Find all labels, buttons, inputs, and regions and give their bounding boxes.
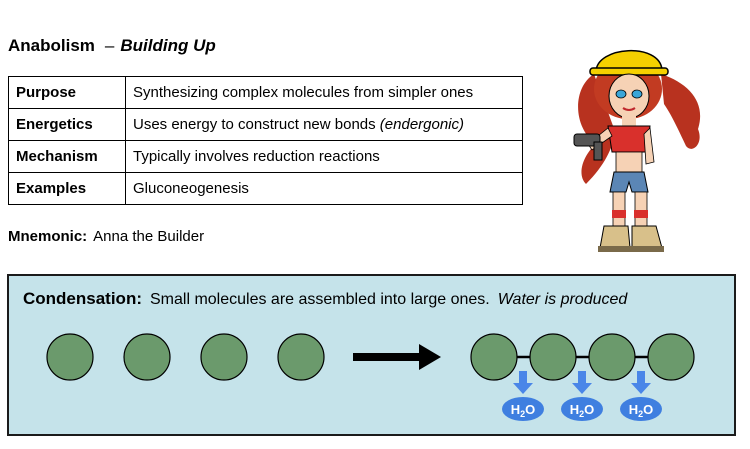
mnemonic-text: Anna the Builder [93, 228, 205, 245]
chain-molecule [647, 333, 695, 381]
water-arrow-shaft [519, 371, 527, 383]
water-badge [561, 397, 603, 421]
reaction-arrow-head [419, 344, 441, 370]
row-value-text: Gluconeogenesis [133, 180, 249, 197]
reaction-arrow-shaft [353, 353, 421, 361]
properties-table: Purpose Synthesizing complex molecules f… [8, 76, 523, 205]
chain-molecule [529, 333, 577, 381]
water-label: H2O [629, 402, 654, 419]
builder-girl-illustration [573, 49, 701, 252]
row-value: Synthesizing complex molecules from simp… [125, 76, 523, 109]
title-term: Anabolism [8, 36, 95, 55]
row-value: Uses energy to construct new bonds (ende… [125, 108, 523, 141]
title-separator: – [104, 36, 115, 55]
row-value-text: Synthesizing complex molecules from simp… [133, 84, 474, 101]
condensation-note: Water is produced [497, 291, 628, 308]
row-value: Gluconeogenesis [125, 172, 523, 205]
water-label: H2O [570, 402, 595, 419]
row-key: Mechanism [8, 140, 126, 173]
water-badge [620, 397, 662, 421]
condensation-text: Small molecules are assembled into large… [150, 291, 490, 308]
condensation-diagram: H2O H2O H2O [46, 333, 695, 421]
free-molecule [46, 333, 94, 381]
row-key: Purpose [8, 76, 126, 109]
table-row: Mechanism Typically involves reduction r… [8, 140, 523, 173]
water-label: H2O [511, 402, 536, 419]
row-key: Energetics [8, 108, 126, 141]
table-row: Examples Gluconeogenesis [8, 172, 523, 205]
row-value: Typically involves reduction reactions [125, 140, 523, 173]
water-arrow-head [631, 383, 651, 394]
condensation-caption: Condensation: Small molecules are assembl… [23, 289, 627, 309]
title-subtitle: Building Up [120, 36, 216, 55]
row-value-text: Uses energy to construct new bonds [133, 116, 380, 133]
water-arrow-head [513, 383, 533, 394]
free-molecule [277, 333, 325, 381]
water-badge [502, 397, 544, 421]
mnemonic: Mnemonic: Anna the Builder [8, 228, 204, 245]
row-value-text: Typically involves reduction reactions [133, 148, 380, 165]
row-value-note: (endergonic) [379, 116, 465, 133]
condensation-label: Condensation: [23, 289, 142, 308]
table-row: Energetics Uses energy to construct new … [8, 108, 523, 141]
chain-molecule [470, 333, 518, 381]
free-molecule [200, 333, 248, 381]
water-arrow-head [572, 383, 592, 394]
row-key: Examples [8, 172, 126, 205]
table-row: Purpose Synthesizing complex molecules f… [8, 76, 523, 109]
water-arrow-shaft [578, 371, 586, 383]
page-title: Anabolism–Building Up [8, 36, 216, 56]
free-molecule [123, 333, 171, 381]
condensation-panel: Condensation: Small molecules are assembl… [7, 274, 736, 436]
mnemonic-label: Mnemonic: [8, 228, 88, 245]
water-arrow-shaft [637, 371, 645, 383]
chain-molecule [588, 333, 636, 381]
